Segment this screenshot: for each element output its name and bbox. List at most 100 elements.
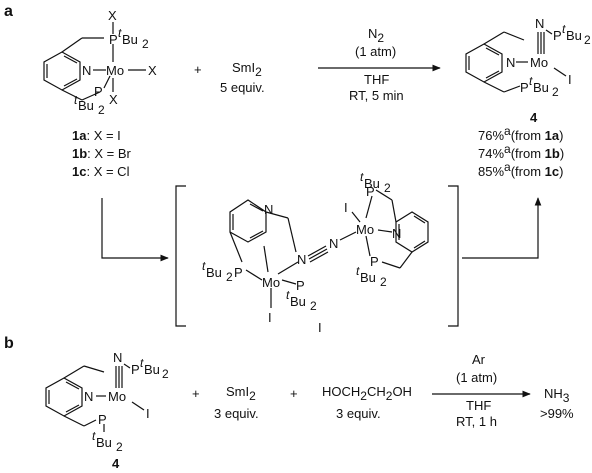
atom-sub-bottom: 2 — [98, 103, 105, 117]
prod-atom-sub: 2 — [584, 33, 591, 47]
plus-b1: + — [192, 386, 200, 401]
int-atom-bu2: Bu — [364, 176, 380, 191]
b-atom-t-bottom: t — [92, 429, 96, 443]
intermediate-label: I — [318, 320, 322, 335]
yield-list: 76%a(from 1a) 74%a(from 1b) 85%a(from 1c… — [478, 124, 564, 179]
int-atom-t1: t — [202, 259, 206, 273]
int-atom-two2b: 2 — [380, 275, 387, 289]
int-atom-i1: I — [268, 310, 272, 325]
reagent-equiv-b2: 3 equiv. — [336, 406, 381, 421]
arrow-b-below2: RT, 1 h — [456, 414, 497, 429]
prod-atom-bu: Bu — [566, 28, 582, 43]
atom-mo: Mo — [106, 63, 124, 78]
reagent-smi2-a: SmI2 — [232, 60, 262, 79]
prod-atom-mo: Mo — [530, 55, 548, 70]
atom-p-bottom: P — [94, 84, 103, 99]
atom-p-top: P — [109, 32, 118, 47]
yield-1c: 85%a(from 1c) — [478, 160, 563, 179]
int-atom-p2b: P — [370, 254, 379, 269]
int-atom-t1b: t — [286, 288, 290, 302]
atom-sub-top: 2 — [142, 37, 149, 51]
product-nh3-yield: >99% — [540, 406, 574, 421]
product-4-structure — [465, 29, 567, 93]
reagent-equiv-a: 5 equiv. — [220, 80, 265, 95]
int-atom-n-link1: N — [297, 252, 306, 267]
product-nh3: NH3 — [544, 386, 570, 405]
complex-4b-structure — [45, 363, 145, 432]
int-atom-two1b: 2 — [310, 299, 317, 313]
prod-atom-p-bottom: P — [520, 80, 529, 95]
yield-1b: 74%a(from 1b) — [478, 142, 564, 161]
b-atom-p: P — [131, 362, 140, 377]
atom-bu-bottom: Bu — [78, 98, 94, 113]
prod-atom-t-bottom: t — [529, 74, 533, 88]
int-atom-n1: N — [264, 202, 273, 217]
atom-bu-top: Bu — [122, 32, 138, 47]
prod-atom-n-top: N — [535, 16, 544, 31]
legend-1a: 1a: X = I — [72, 128, 121, 143]
prod-atom-i: I — [568, 72, 572, 87]
prod-atom-bu-bottom: Bu — [533, 80, 549, 95]
int-atom-bu2b: Bu — [360, 270, 376, 285]
int-atom-p1b: P — [296, 278, 305, 293]
int-atom-mo2: Mo — [356, 222, 374, 237]
arrow-a-below1: THF — [364, 72, 389, 87]
atom-x-right: X — [148, 63, 157, 78]
int-atom-two2: 2 — [384, 181, 391, 195]
b-atom-n-top: N — [113, 350, 122, 365]
b-atom-bu-bottom: Bu — [96, 435, 112, 450]
bracket-left — [175, 185, 186, 327]
b-atom-p-bottom: P — [98, 412, 107, 427]
atom-t-bottom: t — [74, 93, 78, 107]
arrow-a-below2: RT, 5 min — [349, 88, 404, 103]
int-atom-i2: I — [344, 200, 348, 215]
int-atom-two1: 2 — [226, 270, 233, 284]
int-atom-p2: P — [366, 184, 375, 199]
b-atom-t: t — [140, 356, 144, 370]
b-atom-sub: 2 — [162, 367, 169, 381]
arrow-b-below1: THF — [466, 398, 491, 413]
int-atom-n2: N — [392, 226, 401, 241]
prod-atom-p: P — [553, 28, 562, 43]
prod-atom-sub-bottom: 2 — [552, 85, 559, 99]
b-atom-bu: Bu — [144, 362, 160, 377]
atom-n: N — [82, 63, 91, 78]
reagent-glycol: HOCH2CH2OH — [322, 384, 412, 403]
b-atom-mo: Mo — [108, 389, 126, 404]
int-atom-p1: P — [234, 265, 243, 280]
arrow-b-above2: (1 atm) — [456, 370, 497, 385]
atom-t-top: t — [118, 26, 122, 40]
b-atom-i: I — [146, 406, 150, 421]
int-atom-t2b: t — [356, 264, 360, 278]
prod-atom-t: t — [562, 22, 566, 36]
atom-x-top: X — [108, 8, 117, 23]
arrow-a-above1: N2 — [368, 26, 384, 45]
legend-1c: 1c: X = Cl — [72, 164, 130, 179]
atom-x-bottom: X — [109, 92, 118, 107]
prod-atom-n: N — [506, 55, 515, 70]
intermediate-structure — [229, 189, 429, 308]
panel-a-label: a — [4, 3, 13, 20]
b-atom-sub-bottom: 2 — [116, 440, 123, 454]
complex-4b-label: 4 — [112, 456, 120, 471]
bracket-right — [448, 185, 459, 327]
route-arrow-out — [462, 197, 542, 259]
int-atom-mo1: Mo — [262, 275, 280, 290]
plus-a: + — [194, 62, 202, 77]
int-atom-bu1: Bu — [206, 265, 222, 280]
panel-b-label: b — [4, 335, 14, 352]
arrow-b-above1: Ar — [472, 352, 486, 367]
yield-1a: 76%a(from 1a) — [478, 124, 563, 143]
b-atom-n: N — [84, 389, 93, 404]
arrow-a-above2: (1 atm) — [355, 44, 396, 59]
int-atom-n-link2: N — [329, 236, 338, 251]
reagent-smi2-b: SmI2 — [226, 384, 256, 403]
reagent-equiv-b1: 3 equiv. — [214, 406, 259, 421]
complex-1-structure — [43, 22, 146, 101]
int-atom-bu1b: Bu — [290, 294, 306, 309]
product-4-label: 4 — [530, 110, 538, 125]
plus-b2: + — [290, 386, 298, 401]
route-arrow-in — [101, 198, 169, 262]
